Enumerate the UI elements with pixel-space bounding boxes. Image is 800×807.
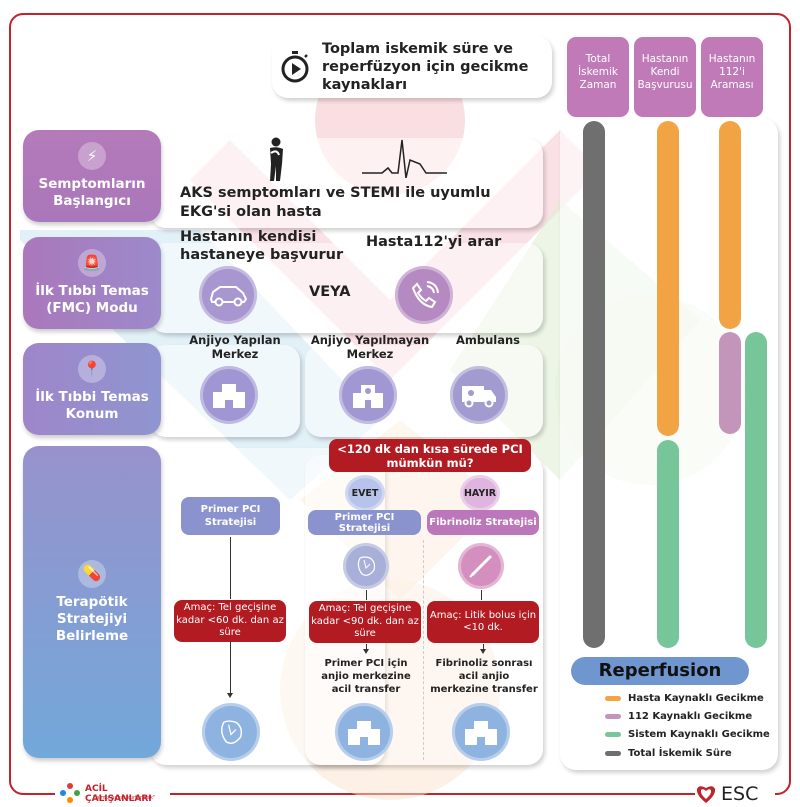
lightning-icon: ⚡: [78, 142, 106, 170]
legend-item-system: Sistem Kaynaklı Gecikme: [605, 729, 770, 740]
legend-swatch: [605, 714, 621, 719]
connector-line: [483, 644, 484, 650]
pills-icon: 💊: [78, 559, 106, 588]
column-header-112: Hastanın 112'i Araması: [701, 37, 763, 117]
row-label-fmc-location: 📍 İlk Tıbbi Temas Konum: [23, 343, 161, 435]
option-self-presentation: Hastanın kendisi hastaneye başvurur: [180, 229, 344, 263]
stopwatch-icon: [280, 50, 310, 88]
column-header-self: Hastanın Kendi Başvurusu: [634, 37, 696, 117]
row-label-fmc-mode: 🚨 İlk Tıbbi Temas (FMC) Modu: [23, 237, 161, 329]
connector-line: [230, 537, 231, 599]
syringe-icon: [458, 543, 504, 589]
patient-chest-pain-icon: [265, 137, 289, 185]
option-call-112: Hasta112'yi arar: [366, 234, 502, 250]
answer-no: HAYIR: [460, 475, 500, 511]
esc-logo: ESC: [695, 780, 775, 807]
heart-angiogram-icon: [202, 703, 260, 761]
legend-swatch: [605, 751, 621, 756]
acil-calisanlari-logo: ACİL ÇALIŞANLARI "İşimiz hayat kurtarmak…: [55, 780, 170, 807]
legend-item-112: 112 Kaynaklı Gecikme: [605, 711, 752, 722]
bar-112-system-delay: [745, 332, 767, 648]
goal-left-60min: Amaç: Tel geçişine kadar <60 dk. dan az …: [174, 600, 286, 642]
legend-item-patient: Hasta Kaynaklı Gecikme: [605, 693, 764, 704]
bar-112-patient-delay: [719, 121, 741, 329]
goal-right-10min: Amaç: Litik bolus için <10 dk.: [427, 601, 539, 643]
legend-swatch: [605, 696, 621, 701]
reperfusion-label: Reperfusion: [571, 657, 749, 685]
symptoms-card: [150, 138, 543, 228]
header-title: Toplam iskemik süre ve reperfüzyon için …: [322, 41, 529, 93]
divider: [423, 540, 424, 760]
heart-icon: [696, 785, 716, 803]
transfer-mid: Primer PCI için anjio merkezine acil tra…: [321, 658, 411, 695]
arrow-down-icon: [227, 693, 233, 698]
heart-angiogram-icon: [343, 543, 389, 589]
primary-pci-strategy-left: Primer PCI Stratejisi: [181, 497, 280, 535]
connector-line: [481, 590, 482, 600]
column-header-total: Total İskemik Zaman: [567, 37, 629, 117]
location-pin-icon: 📍: [78, 355, 106, 383]
symptoms-description: AKS semptomları ve STEMI ile uyumlu EKG'…: [180, 185, 491, 220]
location-angio-center: Anjiyo Yapılan Merkez: [189, 333, 281, 361]
phone-icon: [395, 266, 453, 324]
legend-item-total: Total İskemik Süre: [605, 748, 732, 759]
siren-icon: 🚨: [78, 249, 106, 277]
connector-line: [230, 642, 231, 694]
answer-yes: EVET: [345, 475, 385, 511]
connector-line: [366, 644, 367, 650]
goal-mid-90min: Amaç: Tel geçişine kadar <90 dk. dan az …: [309, 601, 421, 643]
primary-pci-strategy: Primer PCI Stratejisi: [308, 510, 421, 535]
hospital-transfer-icon: [335, 703, 393, 761]
fibrinolysis-strategy: Fibrinoliz Stratejisi: [427, 510, 539, 535]
hospital-angio-icon: [200, 366, 258, 424]
location-non-angio-center: Anjiyo Yapılmayan Merkez: [310, 333, 430, 361]
bar-total-ischemic: [583, 121, 605, 648]
hospital-transfer-icon: [452, 703, 510, 761]
legend-swatch: [605, 732, 621, 737]
header-card: Toplam iskemik süre ve reperfüzyon için …: [272, 36, 552, 98]
location-ambulance: Ambulans: [455, 333, 521, 347]
ambulance-icon: [450, 366, 508, 424]
car-icon: [199, 266, 257, 324]
row-label-symptoms: ⚡ Semptomların Başlangıcı: [23, 130, 161, 222]
or-label: VEYA: [309, 284, 351, 300]
hospital-non-angio-icon: [339, 366, 397, 424]
connector-line: [366, 590, 367, 600]
question-pci-120min: <120 dk dan kısa sürede PCI mümkün mü?: [329, 439, 531, 472]
arrow-down-icon: [363, 649, 369, 654]
bar-self-system-delay: [657, 440, 679, 648]
row-label-therapy: 💊 Terapötik Stratejiyi Belirleme: [23, 446, 161, 758]
ecg-icon: [362, 138, 447, 182]
transfer-right: Fibrinoliz sonrası acil anjio merkezine …: [430, 658, 538, 695]
bar-self-patient-delay: [657, 121, 679, 436]
bar-112-ems-delay: [719, 332, 741, 434]
arrow-down-icon: [480, 649, 486, 654]
